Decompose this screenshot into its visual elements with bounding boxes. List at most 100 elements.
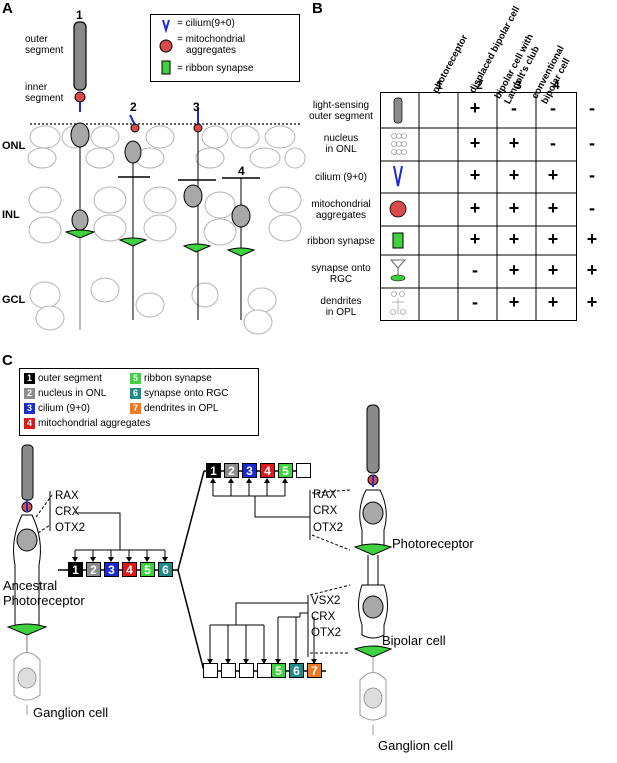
bipolar-module-empty-2 [221,663,236,678]
table-cell: + [547,197,559,218]
column-number-4: 4 [553,78,560,92]
ancestral-gene-otx2: OTX2 [55,522,86,534]
legend-mitochondria: = mitochondrial aggregates [177,34,246,56]
photoreceptor-module-1: 1 [206,463,221,478]
cell-number-3: 3 [193,100,200,114]
table-cell: + [508,197,520,218]
bipolar-module-empty-1 [203,663,218,678]
inl-label: INL [2,209,20,221]
table-cell: - [550,98,556,118]
photoreceptor-module-2: 2 [224,463,239,478]
table-cell: + [469,98,481,118]
table-cell: + [547,259,559,280]
column-number-3: 3 [515,78,522,92]
bipolar-module-empty-3 [239,663,254,678]
table-cell: + [469,197,481,218]
photoreceptor-module-3: 3 [242,463,257,478]
ancestral-module-1: 1 [68,562,83,577]
photoreceptor-gene-crx: CRX [313,505,338,517]
photoreceptor-module-4: 4 [260,463,275,478]
bipolar-gene-otx2: OTX2 [311,627,342,639]
cell-number-1: 1 [76,8,83,22]
legend-ribbon-synapse: = ribbon synapse [177,63,254,74]
table-cell: + [469,165,481,185]
legend-cilium: = cilium(9+0) [177,18,235,29]
bipolar-gene-crx: CRX [311,611,336,623]
photoreceptor-gene-rax: RAX [313,489,337,501]
table-cell: + [586,228,598,249]
table-cell: + [508,132,520,153]
feature-table-grid [380,92,577,321]
table-cell: - [589,165,595,185]
ancestral-gene-rax: RAX [55,490,79,502]
photoreceptor-module-empty [296,463,311,478]
table-cell: + [508,292,520,312]
panel-label-a: A [2,0,13,17]
ancestral-module-4: 4 [122,562,137,577]
table-cell: + [547,292,559,312]
ancestral-module-6: 6 [158,562,173,577]
table-cell: - [589,132,595,153]
outer-segment-label: outer segment [25,34,64,56]
bipolar-gene-vsx2: VSX2 [311,595,341,607]
ancestral-photoreceptor-label: Ancestral Photoreceptor [3,578,85,608]
cilium-icon [393,165,403,187]
table-cell: + [508,165,520,185]
photoreceptor-label: Photoreceptor [392,536,474,551]
photoreceptor-module-5: 5 [278,463,293,478]
table-cell: - [472,259,478,280]
table-cell: - [550,132,556,153]
table-cell: + [547,228,559,249]
nucleus-icon [391,133,407,155]
cell-number-4: 4 [238,164,245,178]
table-cell: + [547,165,559,185]
ancestral-module-3: 3 [104,562,119,577]
panel-a-legend: = cilium(9+0) = mitochondrial aggregates… [150,14,300,82]
outer-segment-icon [393,97,403,124]
row-label-mitochondria: mitochondrial aggregates [311,199,371,221]
cell-number-2: 2 [130,100,137,114]
table-cell: + [508,259,520,280]
bipolar-cell-label: Bipolar cell [382,633,446,648]
bipolar-module-5: 5 [271,663,286,678]
panel-label-b: B [312,0,323,17]
table-cell: + [469,132,481,153]
table-cell: - [511,98,517,118]
ganglion-cell-right-label: Ganglion cell [378,738,454,753]
retina-section-illustration [27,21,306,335]
rgc-synapse-icon [389,259,407,282]
table-cell: + [508,228,520,249]
photoreceptor-gene-otx2: OTX2 [313,522,344,534]
ancestral-module-5: 5 [140,562,155,577]
ancestral-module-2: 2 [86,562,101,577]
table-cell: + [586,292,598,312]
row-label-rgc-synapse: synapse onto RGC [311,263,371,285]
row-label-dendrites: dendrites in OPL [320,296,362,318]
gcl-label: GCL [2,294,26,306]
row-label-nucleus: nucleus in ONL [323,133,359,155]
mitochondria-icon [389,200,407,218]
panel-label-c: C [2,352,13,369]
table-cell: + [469,228,481,249]
dendrites-icon [390,291,406,315]
table-cell: + [586,259,598,280]
ribbon-synapse-icon [392,232,404,249]
row-label-outer-segment: light-sensing outer segment [309,100,373,122]
onl-label: ONL [2,140,26,152]
bipolar-module-7: 7 [307,663,322,678]
column-number-2: 2 [476,78,483,92]
row-label-ribbon-synapse: ribbon synapse [307,236,375,247]
ganglion-cell-left-label: Ganglion cell [33,705,109,720]
inner-segment-label: inner segment [25,82,64,104]
table-cell: - [472,292,478,312]
ancestral-gene-crx: CRX [55,506,80,518]
table-cell: - [589,98,595,118]
